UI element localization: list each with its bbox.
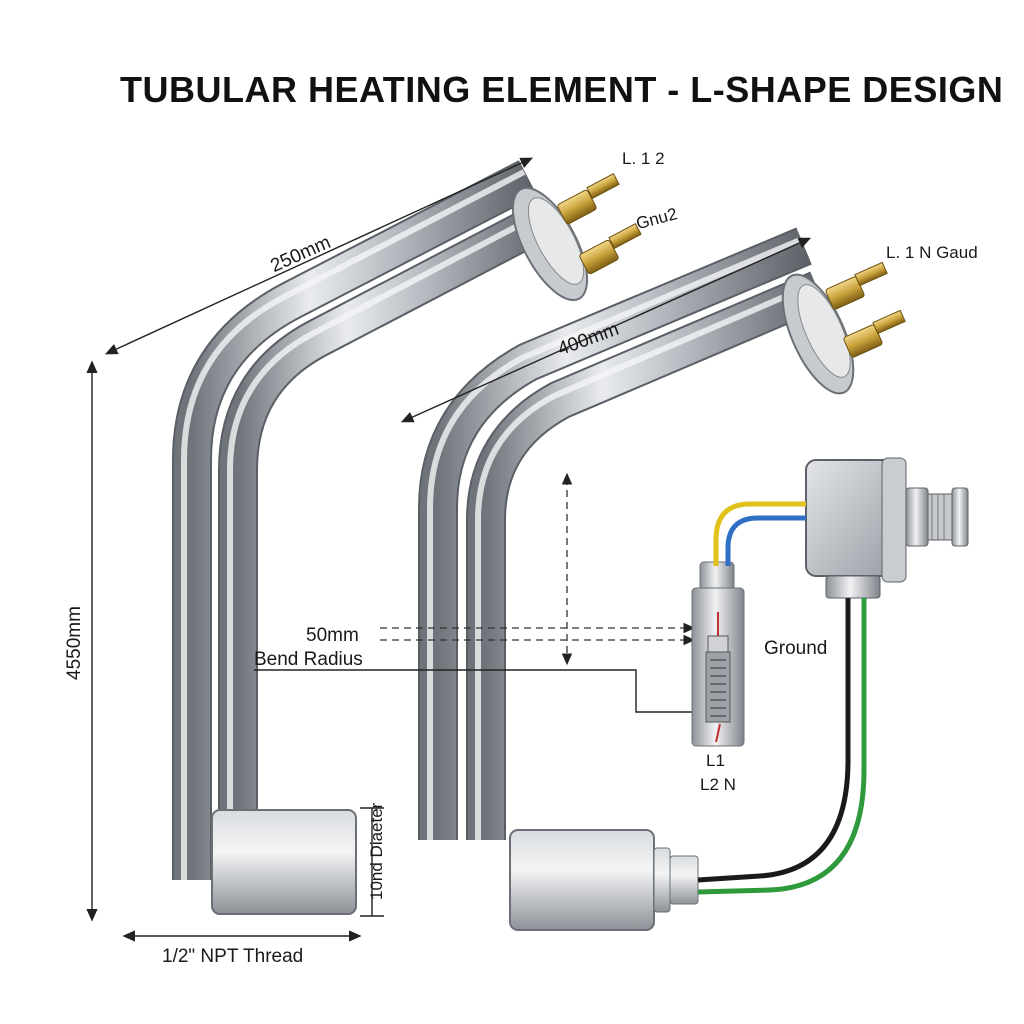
- right-npt-sleeve: [509, 829, 655, 931]
- right-terminal-top: [825, 261, 888, 310]
- left-thread-label: 1/2" NPT Thread: [162, 946, 303, 967]
- dim-line-left-top: [104, 157, 534, 355]
- left-terminal-label-top: L. 1 2: [622, 149, 665, 168]
- thermostat-l1-label: L1: [706, 751, 725, 770]
- diagram-title: TUBULAR HEATING ELEMENT - L-SHAPE DESIGN: [120, 69, 1003, 110]
- wire-blue: [725, 515, 806, 566]
- bend-radius-leader: [254, 669, 700, 713]
- left-terminal-label-bottom: Gnu2: [634, 204, 679, 233]
- left-terminal-top: [557, 172, 620, 225]
- thermostat-l2n-label: L2 N: [700, 775, 736, 794]
- right-terminal-label: L. 1 N Gaud: [886, 243, 978, 262]
- bend-radius-value: 50mm: [306, 625, 359, 646]
- bend-radius-label: Bend Radius: [254, 649, 363, 670]
- wire-yellow: [713, 501, 806, 566]
- left-heating-element: [172, 160, 642, 915]
- left-diameter-label: 10nd Diaeter: [367, 802, 386, 900]
- thermostat-probe: [691, 561, 745, 747]
- wire-green: [697, 598, 867, 895]
- ground-label: Ground: [764, 638, 827, 659]
- left-terminal-bottom: [579, 222, 642, 275]
- cable-gland: [669, 855, 699, 905]
- left-height-label: 4550mm: [64, 606, 85, 680]
- junction-box: [805, 457, 969, 599]
- dim-line-right-top: [400, 237, 812, 423]
- wire-black: [697, 598, 851, 883]
- right-terminal-bottom: [843, 309, 906, 358]
- left-npt-sleeve: [211, 809, 357, 915]
